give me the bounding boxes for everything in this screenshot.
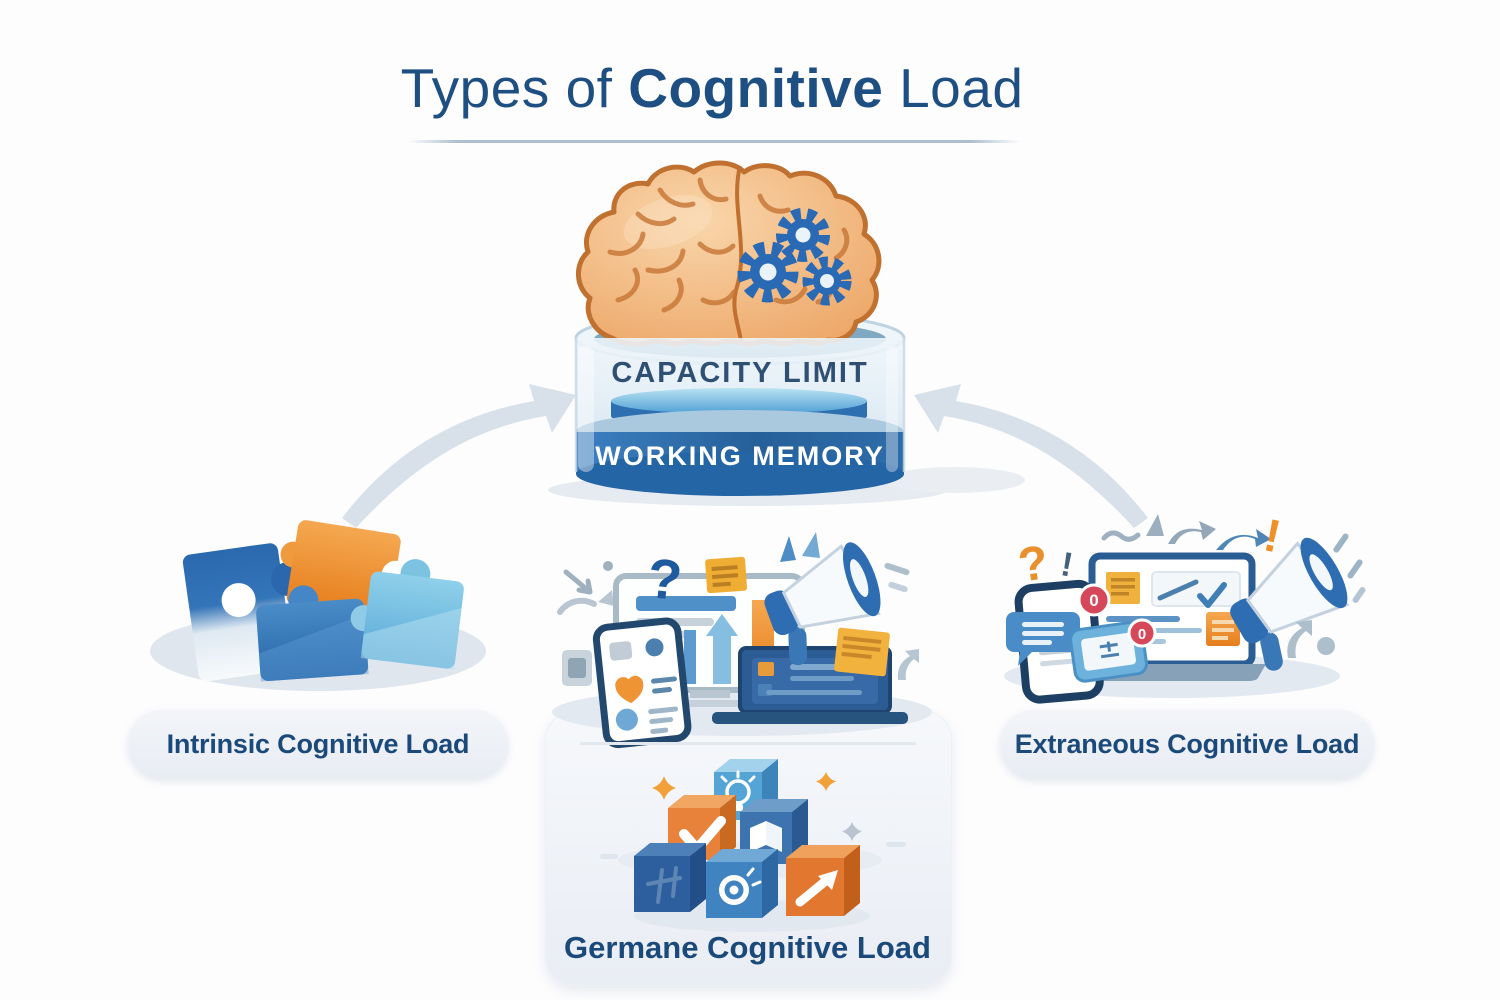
notification-badge: 0 [1077, 583, 1111, 617]
page-title: Types of Cognitive Load [0, 48, 1424, 128]
notification-card-icon [1069, 620, 1149, 683]
puzzle-piece-light-blue [350, 559, 464, 670]
gear-icon [776, 208, 830, 262]
sparkle-icon [842, 822, 862, 841]
devices-laptop-icon [712, 646, 908, 724]
wedge-doodle [598, 590, 614, 606]
svg-text:0: 0 [1138, 626, 1146, 643]
sound-dash [1352, 587, 1366, 603]
panel-divider [580, 742, 916, 745]
card-doodle [562, 650, 592, 686]
plus-cube [634, 843, 706, 912]
sound-dash [1333, 533, 1349, 553]
exclamation-icon: ! [1058, 545, 1076, 584]
curve-arrow-doodle [1168, 521, 1216, 544]
arrow-cube [786, 845, 860, 916]
brain-icon [576, 160, 882, 347]
devices-phone-icon [592, 617, 692, 749]
puzzle-pieces-icon [150, 520, 486, 691]
curve-arrow-doodle [1216, 529, 1271, 550]
title-emphasis: Cognitive [628, 57, 884, 119]
distractions-illustration: ? ! ! [1004, 508, 1370, 704]
puzzle-piece-blue [256, 585, 383, 682]
up-arrow-chart-icon [706, 614, 738, 684]
sticky-note-icon [705, 556, 748, 594]
extraneous-label: Extraneous Cognitive Load [1000, 710, 1374, 778]
dot-doodle [603, 561, 613, 571]
center-devices-illustration: ? [552, 532, 932, 749]
chat-bubble-icon [1006, 612, 1080, 666]
book-cube [740, 799, 808, 864]
sound-dash [888, 581, 908, 593]
question-mark-icon: ? [644, 546, 685, 612]
sparkle-icon [816, 772, 836, 791]
working-memory-label: WORKING MEMORY [595, 441, 885, 471]
gears-icon [737, 208, 852, 306]
curved-arrow-left-icon [342, 384, 576, 528]
title-underline [408, 140, 1020, 143]
curved-arrow-right-icon [914, 384, 1148, 528]
notification-badge: 0 [1127, 618, 1157, 648]
arrow-doodle [563, 569, 593, 595]
svg-text:0: 0 [1089, 591, 1098, 610]
gear-icon [802, 256, 852, 306]
working-memory-glass [574, 338, 906, 496]
heart-icon [615, 675, 644, 704]
sound-dash [884, 562, 910, 576]
curl-arrow-doodle [1287, 620, 1312, 658]
germane-label: Germane Cognitive Load [564, 930, 931, 965]
curl-arrow-doodle [897, 649, 919, 680]
sound-dash [1347, 559, 1363, 579]
target-cube [706, 849, 778, 918]
wedge-doodle [1146, 514, 1164, 536]
dot-doodle [1317, 637, 1335, 655]
arc-doodle [557, 597, 597, 615]
gear-icon [737, 241, 799, 303]
squiggle-doodle [1101, 530, 1141, 542]
sound-wedge-icon [780, 536, 796, 562]
capacity-limit-label: CAPACITY LIMIT [611, 357, 869, 389]
title-suffix: Load [883, 57, 1024, 119]
sticky-note-icon [834, 627, 890, 677]
intrinsic-label: Intrinsic Cognitive Load [128, 710, 508, 778]
building-blocks-icon [580, 742, 916, 932]
sound-wedge-icon [802, 532, 820, 558]
sparkle-icon [652, 776, 676, 800]
title-prefix: Types of [400, 57, 629, 119]
